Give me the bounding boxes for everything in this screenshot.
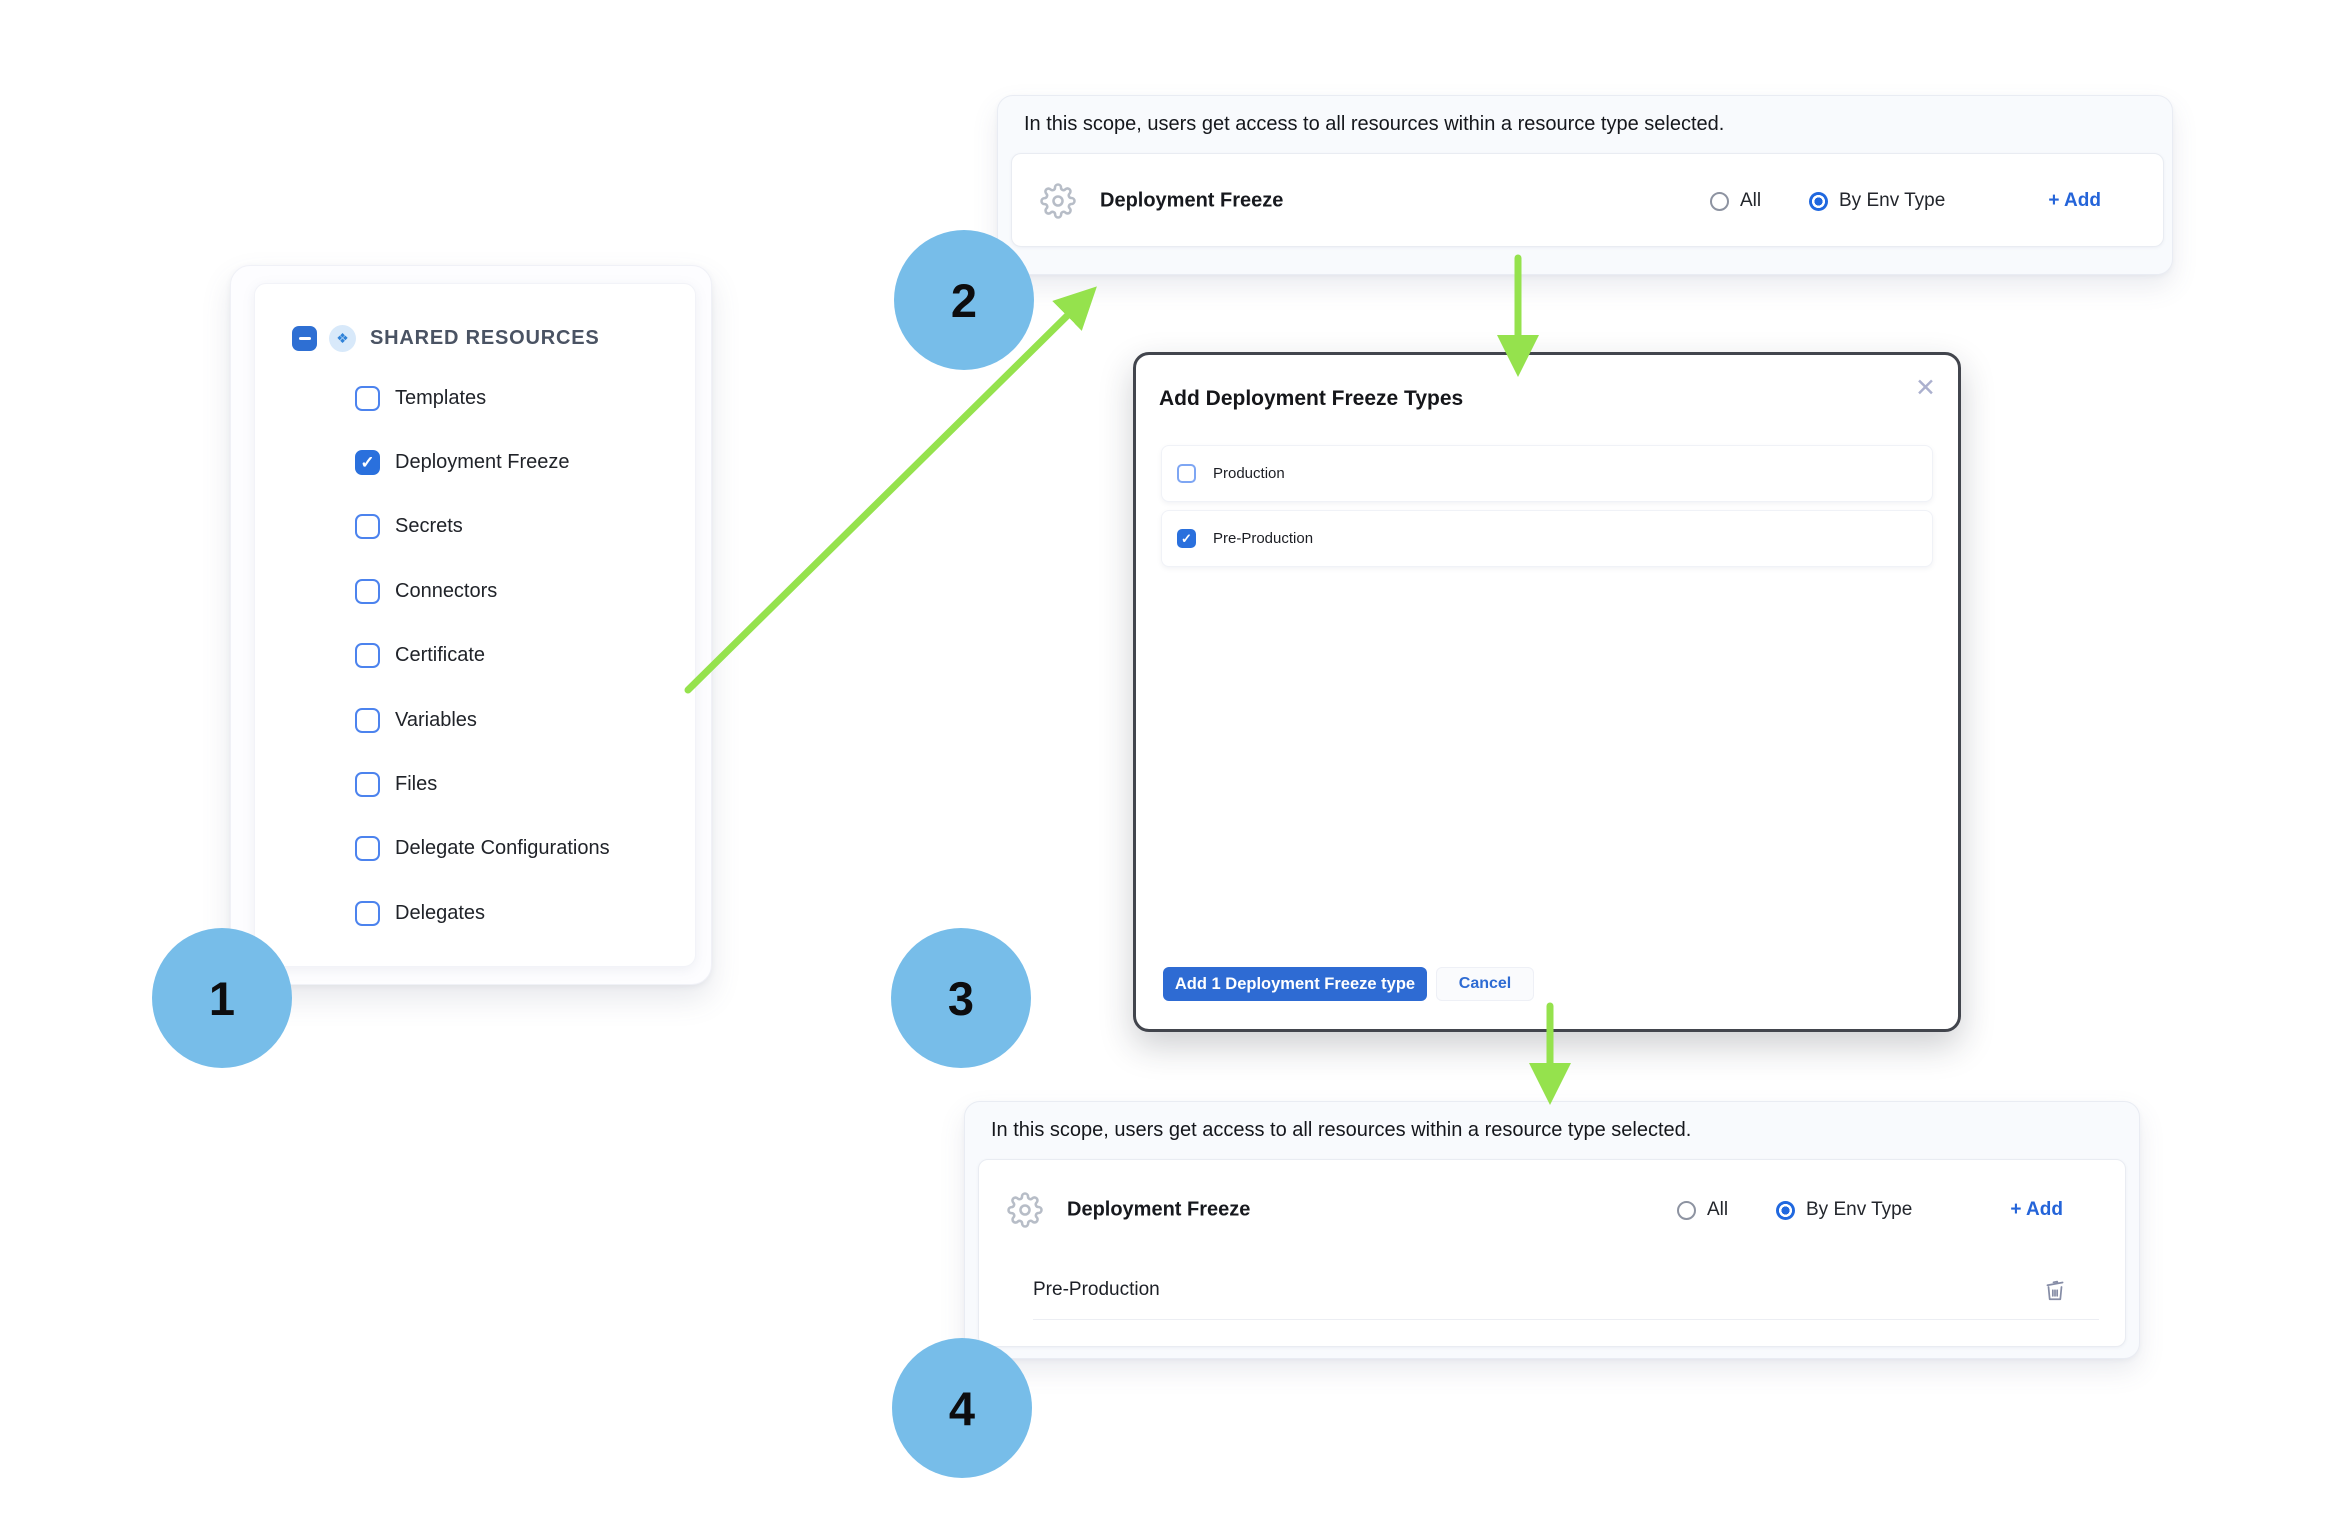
modal-title: Add Deployment Freeze Types: [1159, 387, 1464, 410]
step-badge-1: 1: [152, 928, 292, 1068]
arrow-panel1-to-panel2: [684, 286, 1097, 694]
checkbox-templates[interactable]: [355, 385, 380, 411]
checkbox-delegate-configurations[interactable]: [355, 836, 380, 862]
list-item-label: Delegates: [395, 901, 486, 924]
scope-panel-bottom: In this scope, users get access to all r…: [964, 1101, 2140, 1359]
checkbox-secrets[interactable]: [355, 514, 380, 540]
list-item-label: Secrets: [395, 515, 463, 538]
radio-option-all[interactable]: All: [1677, 1199, 1728, 1221]
checkbox-connectors[interactable]: [355, 578, 380, 604]
shared-resources-card: ❖ SHARED RESOURCES Templates ✓ Deploymen…: [254, 283, 696, 967]
list-item-label: Deployment Freeze: [395, 451, 570, 474]
minus-icon: [298, 336, 311, 340]
list-item-files[interactable]: Files: [355, 752, 685, 816]
step-number: 3: [947, 971, 975, 1025]
check-icon: ✓: [1181, 531, 1192, 546]
row-divider: [1033, 1319, 2099, 1320]
selected-type-label: Pre-Production: [1033, 1278, 1160, 1300]
cancel-button[interactable]: Cancel: [1436, 967, 1534, 1001]
list-item-variables[interactable]: Variables: [355, 688, 685, 752]
scope-description: In this scope, users get access to all r…: [1024, 113, 1725, 135]
checkbox-certificate[interactable]: [355, 643, 380, 669]
radio-option-by-env-type[interactable]: By Env Type: [1776, 1199, 1912, 1221]
radio-label: All: [1740, 190, 1762, 211]
resource-type-list: Templates ✓ Deployment Freeze Secrets Co…: [355, 366, 685, 946]
radio-option-by-env-type[interactable]: By Env Type: [1809, 190, 1945, 212]
radio-label: By Env Type: [1806, 1199, 1913, 1220]
radio-all[interactable]: [1677, 1200, 1696, 1220]
close-icon[interactable]: ✕: [1915, 374, 1936, 402]
list-item-deployment-freeze[interactable]: ✓ Deployment Freeze: [355, 430, 685, 494]
scope-description: In this scope, users get access to all r…: [991, 1119, 1692, 1141]
list-item-label: Certificate: [395, 644, 486, 667]
modal-option-label: Production: [1213, 465, 1285, 482]
add-deployment-freeze-types-modal: Add Deployment Freeze Types ✕ Production…: [1133, 352, 1961, 1032]
checkbox-production[interactable]: [1177, 464, 1196, 483]
shared-resources-panel: ❖ SHARED RESOURCES Templates ✓ Deploymen…: [230, 265, 712, 985]
radio-all[interactable]: [1710, 191, 1729, 211]
step-badge-3: 3: [891, 928, 1031, 1068]
step-number: 1: [208, 971, 236, 1025]
gear-icon: [1040, 183, 1076, 219]
resource-type-label: Deployment Freeze: [1100, 189, 1284, 212]
resources-diamond-icon: ❖: [329, 324, 356, 352]
radio-option-all[interactable]: All: [1710, 190, 1761, 212]
list-item-label: Variables: [395, 708, 477, 731]
add-deployment-freeze-type-button[interactable]: Add 1 Deployment Freeze type: [1163, 967, 1427, 1001]
resource-type-label: Deployment Freeze: [1067, 1198, 1251, 1221]
step-number: 2: [950, 273, 978, 327]
radio-by-env-type[interactable]: [1776, 1200, 1795, 1220]
deployment-freeze-row: Deployment Freeze All By Env Type + Add: [1012, 154, 2163, 248]
list-item-label: Templates: [395, 386, 487, 409]
list-item-templates[interactable]: Templates: [355, 366, 685, 430]
list-item-label: Connectors: [395, 579, 498, 602]
panel-title: SHARED RESOURCES: [370, 326, 600, 349]
modal-option-production[interactable]: Production: [1161, 445, 1933, 502]
list-item-connectors[interactable]: Connectors: [355, 559, 685, 623]
gear-icon: [1007, 1192, 1043, 1228]
diamond-glyph: ❖: [336, 329, 349, 346]
resource-row-card: Deployment Freeze All By Env Type + Add …: [978, 1159, 2126, 1347]
checkbox-files[interactable]: [355, 772, 380, 798]
list-item-label: Files: [395, 773, 438, 796]
resource-row-card: Deployment Freeze All By Env Type + Add: [1011, 153, 2164, 247]
radio-label: By Env Type: [1839, 190, 1946, 211]
collapse-button[interactable]: [292, 325, 317, 351]
checkbox-variables[interactable]: [355, 707, 380, 733]
selected-type-row: Pre-Production: [979, 1260, 2125, 1319]
trash-icon[interactable]: [2042, 1277, 2068, 1303]
list-item-certificate[interactable]: Certificate: [355, 624, 685, 688]
step-number: 4: [948, 1381, 976, 1435]
checkbox-delegates[interactable]: [355, 900, 380, 926]
radio-label: All: [1707, 1199, 1729, 1220]
list-item-secrets[interactable]: Secrets: [355, 495, 685, 559]
add-link[interactable]: + Add: [2010, 1199, 2063, 1220]
deployment-freeze-row: Deployment Freeze All By Env Type + Add: [979, 1160, 2125, 1260]
list-item-delegate-configurations[interactable]: Delegate Configurations: [355, 817, 685, 881]
step-badge-2: 2: [894, 230, 1034, 370]
modal-option-label: Pre-Production: [1213, 530, 1314, 547]
check-icon: ✓: [360, 453, 375, 473]
list-item-label: Delegate Configurations: [395, 837, 610, 860]
modal-option-pre-production[interactable]: ✓ Pre-Production: [1161, 510, 1933, 567]
add-link[interactable]: + Add: [2048, 190, 2101, 211]
list-item-delegates[interactable]: Delegates: [355, 881, 685, 945]
shared-resources-header: ❖ SHARED RESOURCES: [292, 324, 600, 352]
step-badge-4: 4: [892, 1338, 1032, 1478]
checkbox-pre-production[interactable]: ✓: [1177, 529, 1196, 548]
scope-panel-top: In this scope, users get access to all r…: [997, 95, 2173, 275]
checkbox-deployment-freeze[interactable]: ✓: [355, 450, 380, 476]
radio-by-env-type[interactable]: [1809, 191, 1828, 211]
